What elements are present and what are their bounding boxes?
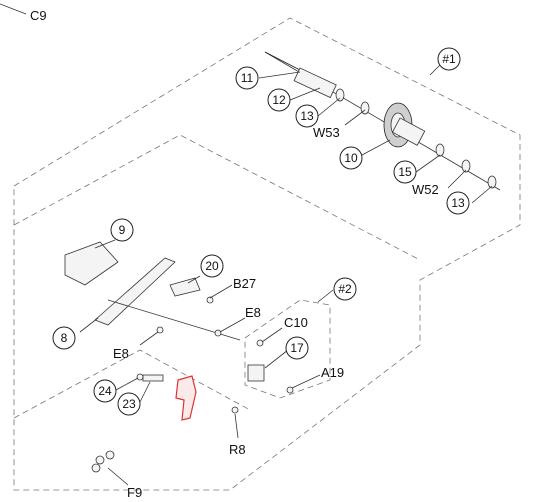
leader-11 bbox=[258, 71, 301, 79]
callout-23: 23 bbox=[117, 392, 141, 416]
ring-r8 bbox=[231, 406, 239, 414]
svg-text:#1: #1 bbox=[442, 52, 456, 66]
callout-17: 17 bbox=[285, 336, 309, 360]
leader-20 bbox=[187, 275, 201, 284]
leader-23 bbox=[139, 381, 151, 403]
label-f9: F9 bbox=[127, 485, 142, 500]
assembly-outline-inner bbox=[13, 134, 421, 261]
label-e8a: E8 bbox=[245, 305, 261, 320]
svg-text:24: 24 bbox=[98, 384, 112, 398]
washer-13b bbox=[487, 175, 497, 189]
leader-w52 bbox=[447, 169, 467, 189]
callout-13b: 13 bbox=[446, 191, 470, 215]
washer-w53 bbox=[360, 101, 370, 115]
leader-10 bbox=[361, 139, 391, 156]
leader-c10 bbox=[261, 327, 283, 343]
gear-housing-9 bbox=[64, 241, 119, 286]
svg-text:10: 10 bbox=[344, 151, 358, 165]
leader-8 bbox=[79, 317, 99, 333]
figure-code-leader bbox=[0, 3, 27, 15]
bracket-20 bbox=[169, 277, 201, 297]
leader-b27 bbox=[209, 284, 233, 299]
leader-r8 bbox=[234, 413, 239, 439]
leader-g2 bbox=[317, 289, 334, 303]
leader-9 bbox=[94, 239, 116, 249]
sub-assembly-outline bbox=[244, 299, 331, 399]
callout-9: 9 bbox=[110, 218, 134, 242]
figure-code-label: C9 bbox=[30, 8, 47, 23]
svg-text:23: 23 bbox=[122, 397, 136, 411]
callout-24: 24 bbox=[93, 379, 117, 403]
svg-text:12: 12 bbox=[272, 93, 286, 107]
screw-f9c bbox=[91, 463, 101, 473]
washer-13a bbox=[335, 88, 345, 102]
lever-highlighted bbox=[175, 375, 197, 421]
leader-15 bbox=[415, 154, 441, 173]
leader-e8a bbox=[219, 317, 246, 333]
callout-15: 15 bbox=[393, 160, 417, 184]
callout-8: 8 bbox=[52, 326, 76, 350]
label-e8b: E8 bbox=[113, 346, 129, 361]
assembly-marker-2: #2 bbox=[333, 277, 357, 301]
shaft-bushing bbox=[293, 67, 337, 99]
assembly-marker-1: #1 bbox=[437, 47, 461, 71]
leader-e8b bbox=[139, 331, 159, 346]
label-c10: C10 bbox=[284, 315, 308, 330]
washer-15 bbox=[435, 143, 445, 157]
frame-plate-8 bbox=[94, 257, 176, 326]
screw-f9b bbox=[105, 450, 115, 460]
callout-20: 20 bbox=[200, 254, 224, 278]
washer-w52 bbox=[461, 159, 471, 173]
ring-e8b bbox=[156, 326, 164, 334]
shaft-pin bbox=[264, 51, 301, 71]
leader-f9 bbox=[107, 467, 129, 486]
label-a19: A19 bbox=[321, 365, 344, 380]
svg-text:15: 15 bbox=[398, 165, 412, 179]
pin-24 bbox=[136, 373, 144, 381]
svg-text:13: 13 bbox=[451, 196, 465, 210]
label-r8: R8 bbox=[229, 442, 246, 457]
label-b27: B27 bbox=[233, 276, 256, 291]
leader-13a bbox=[317, 97, 341, 117]
shaft-assembly-group bbox=[264, 51, 501, 191]
roller-collar bbox=[391, 117, 426, 146]
leader-w53 bbox=[344, 109, 366, 126]
svg-text:8: 8 bbox=[61, 331, 68, 345]
lever-17 bbox=[247, 364, 265, 382]
callout-13a: 13 bbox=[295, 104, 319, 128]
screw-f9a bbox=[95, 455, 105, 465]
leader-24 bbox=[115, 377, 139, 391]
leader-13b bbox=[471, 185, 493, 204]
label-w52: W52 bbox=[412, 182, 439, 197]
frame-assembly-group bbox=[64, 241, 294, 473]
screw-c10 bbox=[256, 339, 264, 347]
leader-a19 bbox=[291, 374, 321, 389]
assembly-outline-lower bbox=[13, 349, 251, 419]
svg-text:9: 9 bbox=[119, 223, 126, 237]
leader-17 bbox=[264, 349, 289, 369]
screw-a19 bbox=[286, 386, 294, 394]
svg-text:#2: #2 bbox=[338, 282, 352, 296]
svg-text:17: 17 bbox=[290, 341, 304, 355]
svg-text:20: 20 bbox=[205, 259, 219, 273]
callout-12: 12 bbox=[267, 88, 291, 112]
svg-text:11: 11 bbox=[241, 71, 254, 85]
assembly-outline-main bbox=[13, 17, 521, 491]
leader-12 bbox=[289, 87, 321, 101]
svg-text:13: 13 bbox=[300, 109, 314, 123]
ring-e8a bbox=[214, 329, 222, 337]
screw-b27 bbox=[206, 296, 214, 304]
label-w53: W53 bbox=[313, 125, 340, 140]
callout-11: 11 bbox=[235, 66, 259, 90]
spring-23 bbox=[142, 374, 164, 382]
callout-10: 10 bbox=[339, 146, 363, 170]
